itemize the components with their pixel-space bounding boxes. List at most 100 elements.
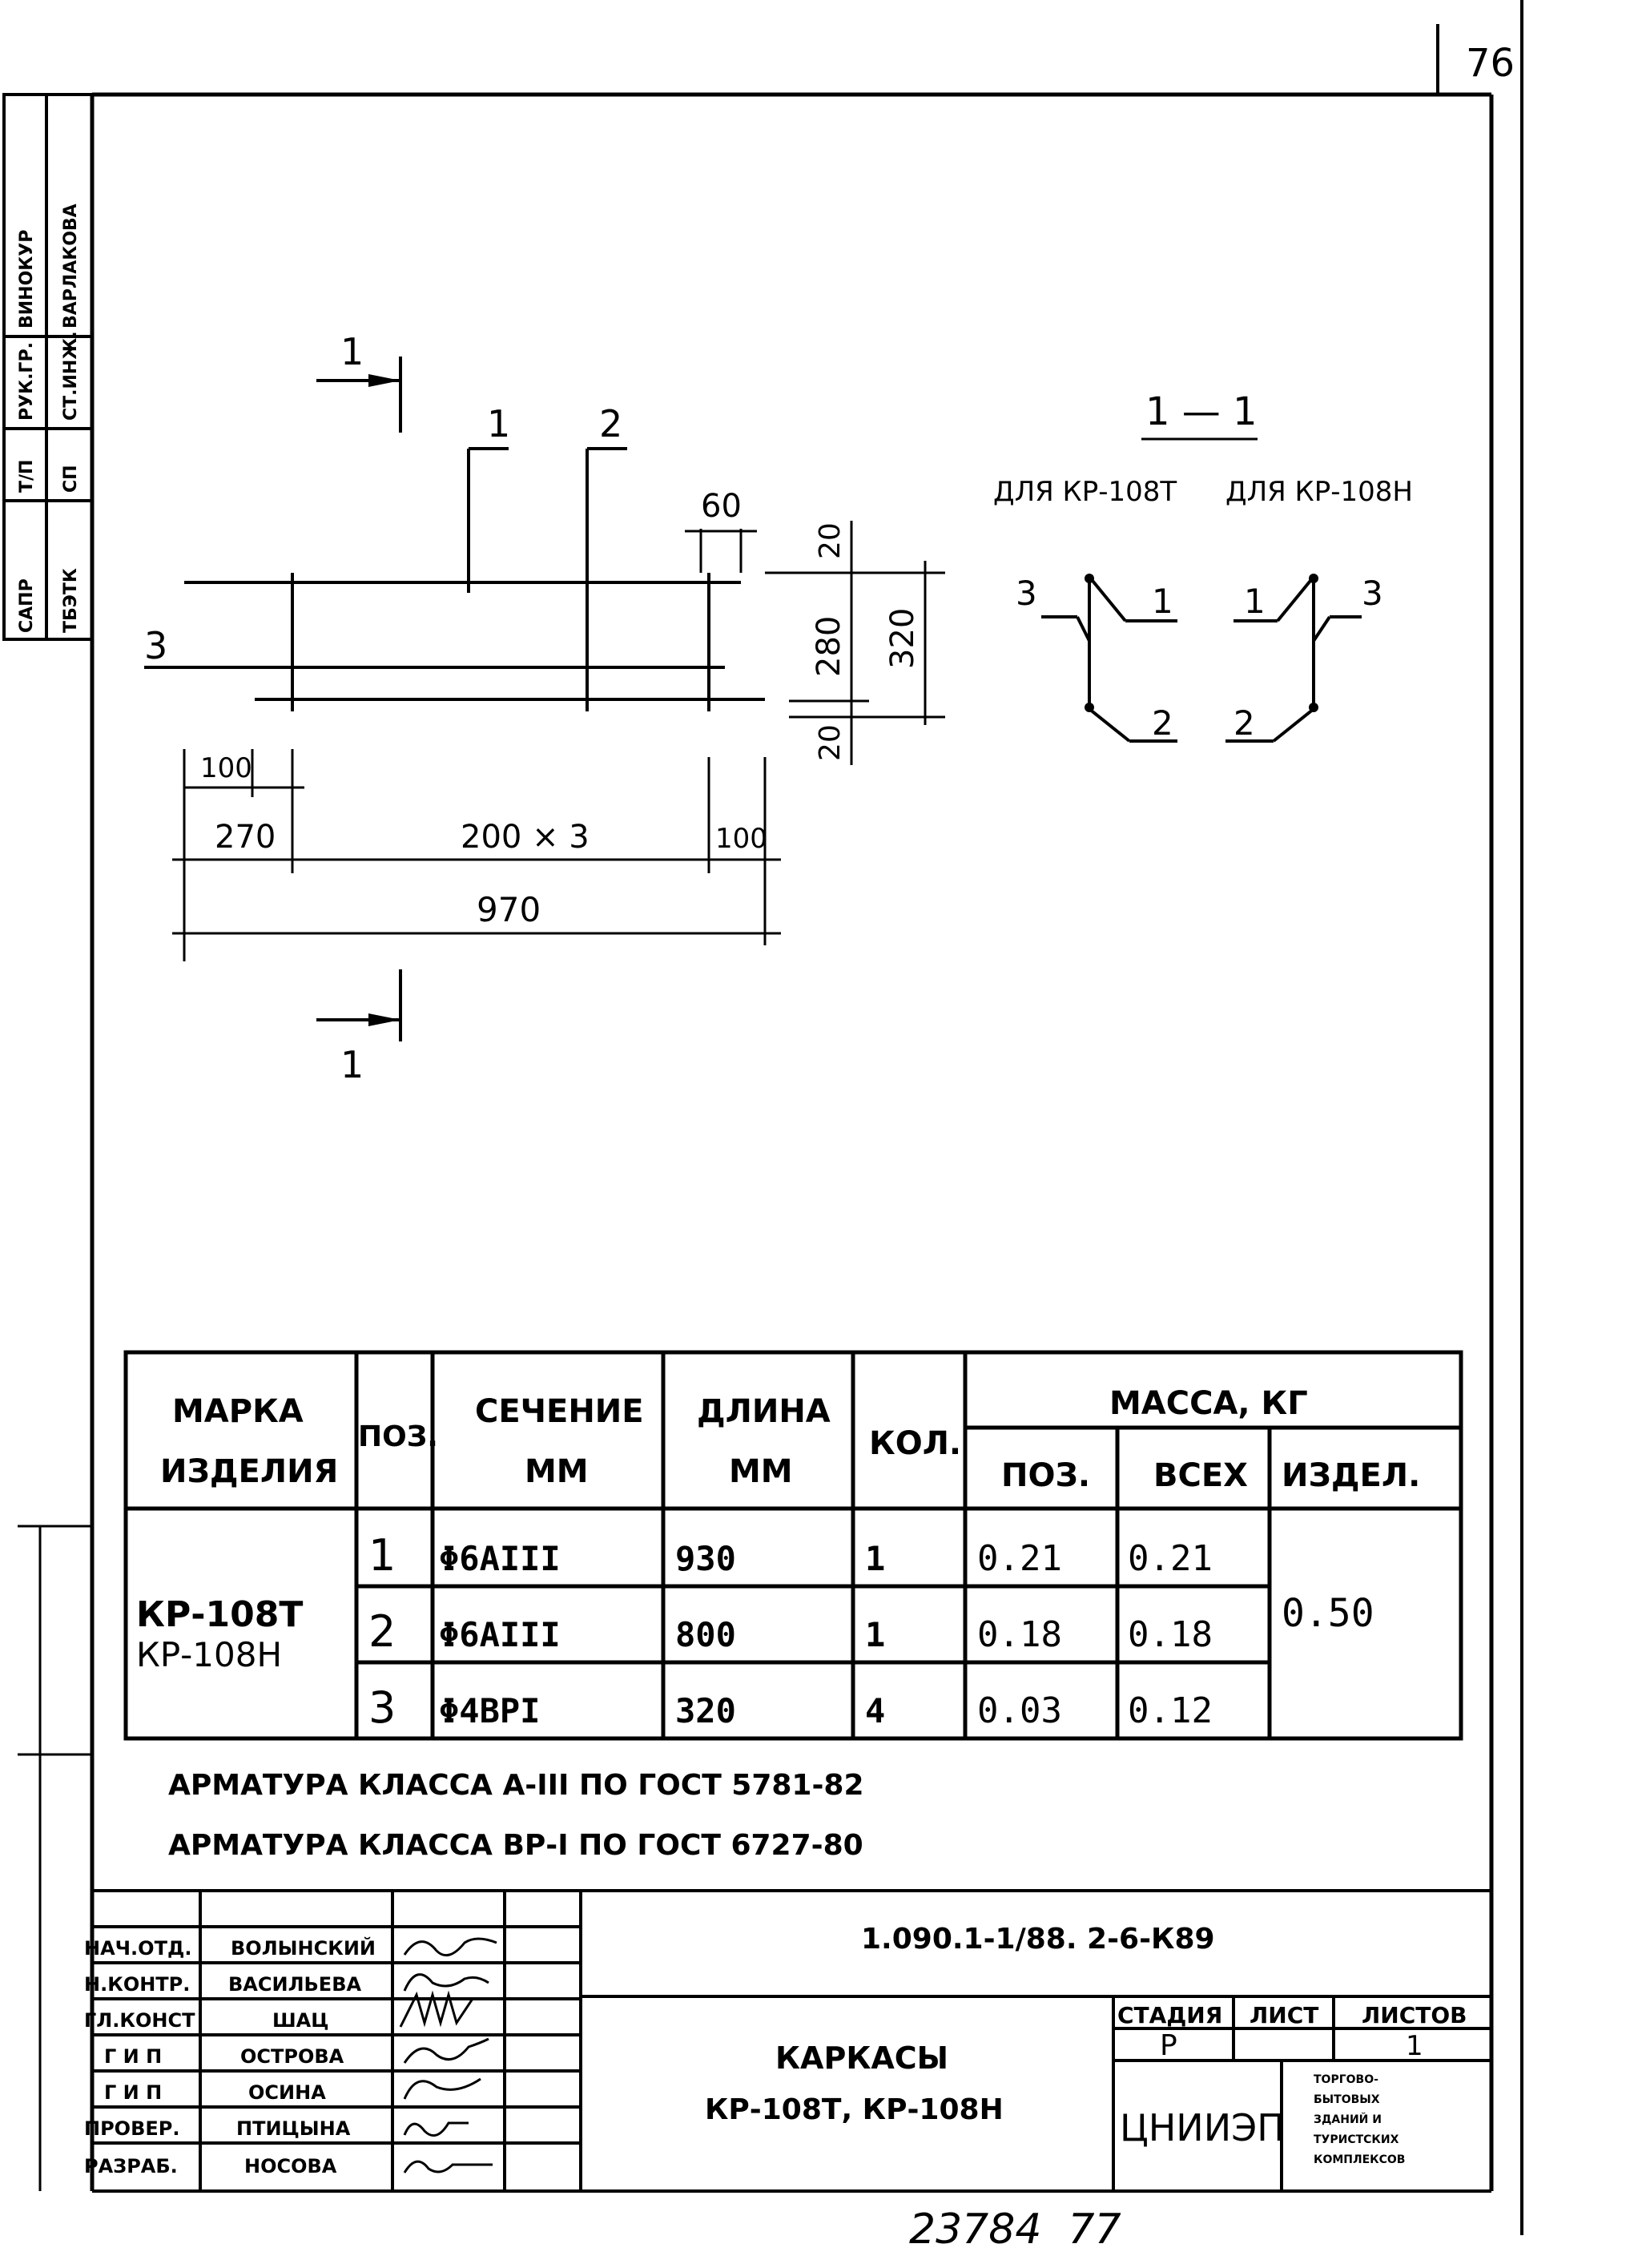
th-mass-item: ИЗДЕЛ.	[1282, 1457, 1420, 1494]
cell-qty: 1	[865, 1615, 885, 1654]
cell-section: Φ4BPI	[439, 1691, 540, 1730]
signer-role: Н.КОНТР.	[84, 1973, 190, 1996]
section-for-h: ДЛЯ КР-108Н	[1225, 476, 1413, 508]
signer-name: ШАЦ	[272, 2009, 329, 2032]
spec-table	[123, 1350, 1463, 1741]
cell-mass-all: 0.18	[1128, 1614, 1213, 1655]
stamp-cell: СП	[61, 465, 81, 493]
dim-200x3: 200 × 3	[461, 819, 590, 856]
signer-name: ОСИНА	[248, 2081, 326, 2104]
dim-270: 270	[215, 819, 276, 856]
cell-pos: 2	[368, 1606, 396, 1657]
sheet-number-top: 76	[1466, 41, 1515, 86]
stage-value: Р	[1160, 2029, 1177, 2062]
cell-mass-pos: 0.21	[977, 1538, 1062, 1579]
signer-name: НОСОВА	[244, 2155, 337, 2177]
signer-role: Г И П	[104, 2081, 162, 2104]
title-line-2: КР-108Т, КР-108Н	[705, 2093, 1004, 2126]
dim-100-left: 100	[200, 752, 252, 784]
cell-mass-all: 0.12	[1128, 1690, 1213, 1731]
position-label-1: 1	[487, 402, 510, 445]
section-right-label-1: 1	[1244, 582, 1266, 621]
cell-section: Φ6AIII	[439, 1615, 561, 1654]
stamp-cell: СТ.ИНЖ.	[61, 331, 81, 421]
section-left-label-1: 1	[1152, 582, 1173, 621]
bottom-number: 23784 77	[909, 2206, 1121, 2254]
cell-length: 320	[675, 1691, 736, 1730]
th-section-l2: ММ	[525, 1453, 589, 1490]
th-mass: МАССА, КГ	[1109, 1385, 1308, 1422]
cell-pos: 3	[368, 1682, 396, 1733]
th-mass-all: ВСЕХ	[1153, 1457, 1248, 1494]
item-mass: 0.50	[1282, 1591, 1374, 1636]
org-note-line: ТУРИСТСКИХ	[1314, 2133, 1399, 2146]
section-left-label-3: 3	[1016, 574, 1037, 613]
signer-role: ПРОВЕР.	[84, 2117, 179, 2140]
cell-qty: 4	[865, 1691, 885, 1730]
left-stamp	[2, 93, 94, 641]
cell-pos: 1	[368, 1530, 396, 1581]
dim-100-right: 100	[715, 823, 767, 855]
th-mass-pos: ПОЗ.	[1001, 1457, 1090, 1494]
mark-kr108t: КР-108Т	[136, 1594, 303, 1635]
section-for-t: ДЛЯ КР-108Т	[993, 476, 1177, 508]
stamp-cell: Т/П	[17, 460, 37, 493]
position-label-3: 3	[144, 624, 167, 667]
note-2: АРМАТУРА КЛАССА ВР-I ПО ГОСТ 6727-80	[168, 1829, 863, 1862]
dim-280: 280	[811, 616, 847, 677]
stage-label: СТАДИЯ	[1117, 2002, 1222, 2028]
section-mark-top: 1	[340, 330, 364, 373]
stamp-cell: ТБЭТК	[61, 568, 81, 633]
signer-role: НАЧ.ОТД.	[84, 1937, 191, 1960]
cell-mass-pos: 0.18	[977, 1614, 1062, 1655]
section-mark-bottom: 1	[340, 1043, 364, 1086]
sheet-label: ЛИСТ	[1250, 2002, 1318, 2028]
org-note-line: ТОРГОВО-	[1314, 2073, 1378, 2086]
frame-drawing	[144, 357, 765, 1041]
signer-role: РАЗРАБ.	[84, 2155, 178, 2177]
dim-320: 320	[884, 608, 921, 669]
th-length-l1: ДЛИНА	[697, 1393, 831, 1430]
signer-name: ОСТРОВА	[240, 2045, 344, 2068]
cell-length: 930	[675, 1539, 736, 1578]
th-mark-l2: ИЗДЕЛИЯ	[160, 1453, 338, 1490]
stamp-cell: САПР	[17, 578, 37, 633]
section-left-label-2: 2	[1152, 703, 1173, 743]
spec-row: 3 Φ4BPI 320 4 0.03 0.12	[368, 1682, 1213, 1733]
dim-60: 60	[701, 488, 742, 525]
position-label-2: 2	[599, 402, 622, 445]
stamp-cell: ВИНОКУР	[17, 230, 37, 328]
stamp-cell: ВАРЛАКОВА	[61, 203, 81, 328]
section-right-label-2: 2	[1234, 703, 1255, 743]
signer-role: ГЛ.КОНСТ	[84, 2009, 195, 2032]
section-right	[1225, 575, 1362, 743]
th-mark-l1: МАРКА	[172, 1393, 304, 1430]
title-block	[92, 1889, 1491, 2193]
sheets-label: ЛИСТОВ	[1362, 2002, 1467, 2028]
th-length-l2: ММ	[729, 1453, 793, 1490]
dim-20-bottom: 20	[814, 724, 847, 761]
cell-mass-all: 0.21	[1128, 1538, 1213, 1579]
doc-code: 1.090.1-1/88. 2-6-К89	[861, 1923, 1215, 1956]
section-left	[1041, 575, 1177, 743]
org-note-line: ЗДАНИЙ И	[1314, 2113, 1382, 2126]
sheets-value: 1	[1406, 2030, 1423, 2062]
mark-kr108h: КР-108Н	[136, 1635, 282, 1674]
signer-name: ВАСИЛЬЕВА	[228, 1973, 361, 1996]
cell-length: 800	[675, 1615, 736, 1654]
signatures	[399, 1937, 497, 2173]
th-section-l1: СЕЧЕНИЕ	[475, 1393, 644, 1430]
title-line-1: КАРКАСЫ	[775, 2040, 948, 2076]
section-title: 1 — 1	[1145, 389, 1258, 434]
cell-qty: 1	[865, 1539, 885, 1578]
dim-20-top: 20	[814, 522, 847, 559]
signer-role: Г И П	[104, 2045, 162, 2068]
stamp-cell: РУК.ГР.	[17, 342, 37, 421]
org-note-line: БЫТОВЫХ	[1314, 2093, 1380, 2106]
org-note-line: КОМПЛЕКСОВ	[1314, 2153, 1405, 2166]
section-right-label-3: 3	[1362, 574, 1383, 613]
th-qty: КОЛ.	[869, 1425, 961, 1462]
th-pos: ПОЗ.	[358, 1420, 438, 1453]
cell-mass-pos: 0.03	[977, 1690, 1062, 1731]
signer-name: ПТИЦЫНА	[236, 2117, 351, 2140]
